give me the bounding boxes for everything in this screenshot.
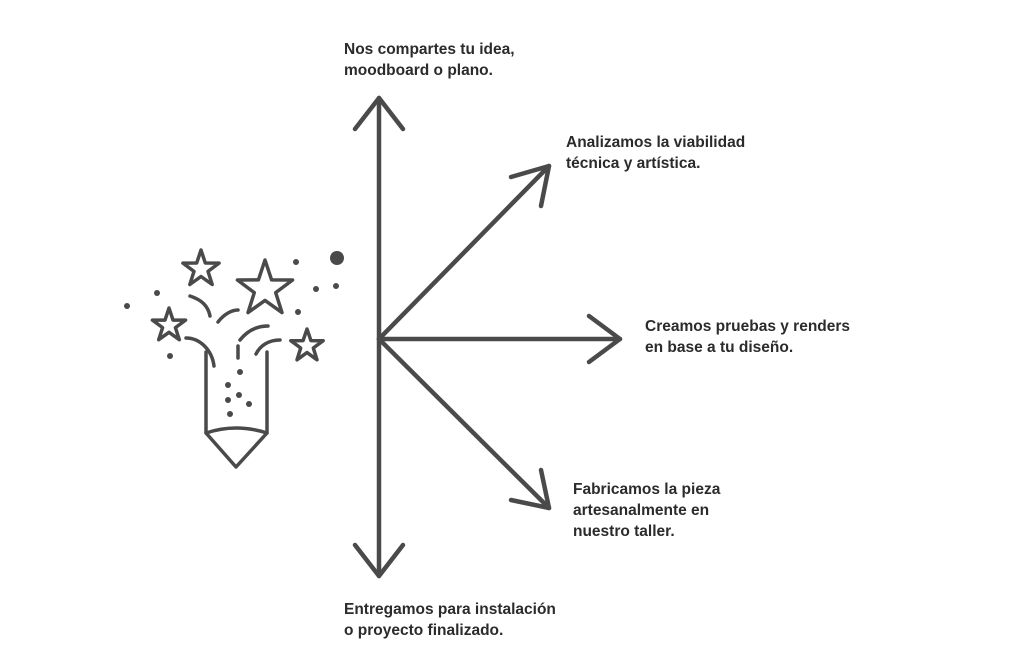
spark-arc [254, 338, 282, 356]
step-label-upper-right-line-1: Analizamos la viabilidad [566, 134, 746, 151]
arrow-upper-right-line [376, 163, 552, 342]
arrowhead-down [352, 542, 406, 579]
spark-dots [124, 251, 344, 417]
step-label-lower-right-line-1: Fabricamos la pieza [573, 481, 721, 498]
step-label-top: Nos compartes tu idea, moodboard o plano… [344, 39, 515, 81]
star-icon [289, 327, 325, 362]
pencil-body [204, 350, 269, 469]
spark-arc [216, 308, 240, 324]
step-label-right-line-1: Creamos pruebas y renders [645, 318, 851, 335]
star-icon [150, 306, 188, 342]
step-label-top-line-1: Nos compartes tu idea, [344, 41, 515, 58]
step-label-lower-right-line-2: artesanalmente en [573, 502, 710, 519]
step-label-bottom-line-1: Entregamos para instalación [344, 601, 556, 618]
spark-arc [238, 324, 270, 342]
step-label-bottom: Entregamos para instalación o proyecto f… [344, 599, 556, 641]
step-label-top-line-2: moodboard o plano. [344, 62, 493, 79]
arrowhead-lower-right [508, 467, 552, 511]
spark-arc [188, 294, 212, 318]
step-label-lower-right-line-3: nuestro taller. [573, 523, 675, 540]
star-icon [181, 248, 221, 287]
arrowhead-upper-right [508, 163, 552, 209]
spark-arc [184, 336, 216, 368]
pencil-tip-line [204, 426, 269, 435]
fireworks-pencil-icon [124, 248, 344, 469]
arrows [352, 95, 623, 579]
step-label-upper-right-line-2: técnica y artística. [566, 155, 701, 172]
arrowhead-up [352, 95, 406, 132]
arrowhead-right [586, 313, 623, 365]
step-label-upper-right: Analizamos la viabilidad técnica y artís… [566, 132, 745, 174]
arrow-lower-right-line [376, 336, 552, 511]
step-label-right-line-2: en base a tu diseño. [645, 339, 794, 356]
step-label-lower-right: Fabricamos la pieza artesanalmente en nu… [573, 479, 720, 542]
step-label-right: Creamos pruebas y renders en base a tu d… [645, 316, 850, 358]
star-icon [235, 258, 295, 315]
step-label-bottom-line-2: o proyecto finalizado. [344, 622, 504, 639]
